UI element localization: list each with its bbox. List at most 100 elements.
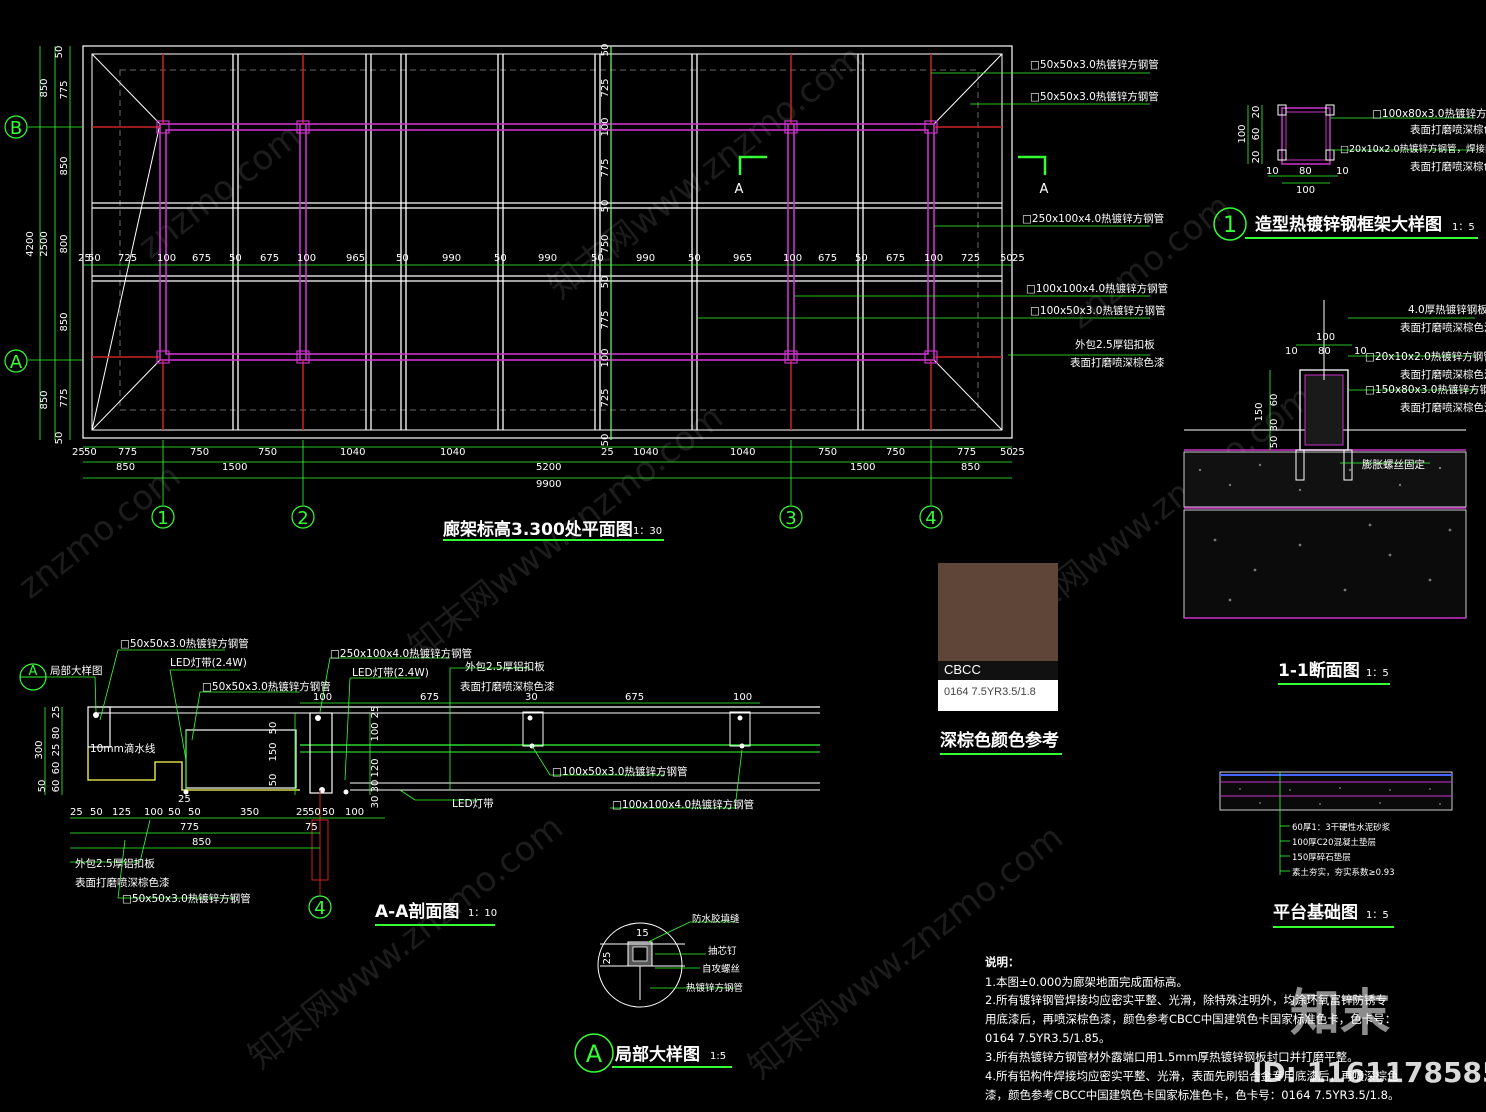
svg-text:850: 850 <box>59 312 70 331</box>
aa-detail-ref: A <box>29 664 38 679</box>
plan-dims-left: 850 2500 850 4200 50 775 850 800 850 775… <box>25 46 70 445</box>
foundation-leader-ticks <box>1280 825 1290 872</box>
svg-text:775: 775 <box>59 80 70 99</box>
plan-cantilevers <box>92 54 1002 430</box>
section11-callout-1: 表面打磨喷深棕色漆 <box>1400 321 1486 334</box>
plan-inner-outline <box>91 53 1003 431</box>
svg-text:675: 675 <box>886 253 905 264</box>
grid-label-2: 2 <box>297 508 308 529</box>
svg-text:1040: 1040 <box>340 447 365 458</box>
plan-grid-bubbles <box>4 115 943 529</box>
plan-callout-leaders <box>697 72 1150 356</box>
detail-a-mark: A <box>586 1040 603 1068</box>
svg-text:50: 50 <box>600 434 611 447</box>
svg-text:50: 50 <box>229 253 242 264</box>
aa-callout-6: 外包2.5厚铝扣板 <box>465 660 545 673</box>
svg-text:25: 25 <box>296 807 309 818</box>
detail-a-scale: 1:5 <box>710 1051 726 1062</box>
aa-grid-ref: 4 <box>314 898 325 919</box>
section-mark-right: A <box>1040 182 1049 197</box>
detail-a-callout-2: 自攻螺丝 <box>702 963 740 975</box>
aa-grid-bubble <box>308 895 332 919</box>
svg-text:100: 100 <box>313 692 332 703</box>
plan-callout-0: □50x50x3.0热镀锌方钢管 <box>1030 58 1159 71</box>
svg-text:60: 60 <box>51 762 62 775</box>
detail1-flange <box>1277 104 1287 116</box>
svg-text:675: 675 <box>260 253 279 264</box>
section11-hatch <box>1198 463 1452 602</box>
foundation-callout-2: 150厚碎石垫层 <box>1292 852 1351 863</box>
watermark-text: znzmo.com <box>131 116 309 267</box>
aa-column-section <box>309 712 333 794</box>
grid-label-b: B <box>10 118 22 139</box>
svg-text:100: 100 <box>924 253 943 264</box>
svg-text:50: 50 <box>688 253 701 264</box>
aa-callout-14: □50x50x3.0热镀锌方钢管 <box>122 892 251 905</box>
plan-grid-axes <box>28 46 1012 505</box>
foundation-callout-0: 60厚1：3干硬性水泥砂浆 <box>1292 822 1391 833</box>
section11-anchor-bolt <box>1295 449 1305 481</box>
detail1-outer-tube <box>1281 107 1331 165</box>
section11-post-inner <box>1304 374 1344 446</box>
svg-text:10: 10 <box>1285 346 1298 357</box>
svg-text:850: 850 <box>961 462 980 473</box>
swatch-title: 深棕色颜色参考 <box>940 730 1059 751</box>
section11-callout-4: □150x80x3.0热镀锌方钢管 <box>1365 383 1486 396</box>
grid-label-a: A <box>10 352 23 373</box>
svg-text:990: 990 <box>442 253 461 264</box>
detail-a-callout-0: 防水胶填缝 <box>692 913 740 925</box>
svg-text:30: 30 <box>370 796 381 809</box>
svg-text:50: 50 <box>90 807 103 818</box>
svg-text:750: 750 <box>258 447 277 458</box>
svg-text:25: 25 <box>370 706 381 719</box>
aa-title: A-A剖面图 <box>375 901 459 922</box>
foundation-callout-1: 100厚C20混凝土垫层 <box>1292 837 1376 848</box>
svg-text:10: 10 <box>1354 346 1367 357</box>
svg-text:50: 50 <box>396 253 409 264</box>
svg-text:80: 80 <box>51 727 62 740</box>
svg-text:1500: 1500 <box>222 462 247 473</box>
notes-line-1: 1.本图±0.000为廊架地面完成面标高。 <box>985 975 1188 989</box>
plan-dashed-outline <box>119 69 979 411</box>
swatch-number: 0164 7.5YR3.5/1.8 <box>944 686 1036 698</box>
detail1-flange <box>1277 149 1287 161</box>
section11-callout-2: □20x10x2.0热镀锌方钢管 <box>1365 350 1486 363</box>
plan-outline <box>82 45 1013 439</box>
svg-text:60: 60 <box>1251 128 1262 141</box>
svg-text:100: 100 <box>1237 124 1248 143</box>
detail1-scale: 1：5 <box>1452 222 1475 233</box>
svg-text:30: 30 <box>370 780 381 793</box>
plan-callout-2: □250x100x4.0热镀锌方钢管 <box>1022 212 1164 225</box>
svg-text:25: 25 <box>1012 447 1025 458</box>
detail-a-leaders <box>647 921 735 989</box>
foundation-title: 平台基础图 <box>1273 902 1358 923</box>
plan-main-frame <box>159 123 935 361</box>
svg-text:800: 800 <box>59 234 70 253</box>
detail1-callout-1: 表面打磨喷深棕色漆 <box>1410 123 1486 136</box>
aa-edge-tube <box>87 706 111 748</box>
detail1-flange <box>1325 104 1335 116</box>
svg-text:25: 25 <box>601 447 614 458</box>
plan-purlins-vertical <box>232 54 864 430</box>
svg-text:100: 100 <box>144 807 163 818</box>
svg-text:775: 775 <box>957 447 976 458</box>
svg-text:50: 50 <box>591 253 604 264</box>
svg-text:50: 50 <box>600 44 611 57</box>
swatch-color-block <box>938 563 1058 661</box>
plan-scale: 1：30 <box>633 526 662 537</box>
svg-text:675: 675 <box>420 692 439 703</box>
foundation-scale: 1：5 <box>1366 910 1389 921</box>
aa-callout-10: LED灯带 <box>452 798 494 810</box>
detail-a-title: 局部大样图 <box>615 1044 700 1065</box>
svg-text:15: 15 <box>636 928 649 939</box>
svg-text:25: 25 <box>70 807 83 818</box>
svg-text:675: 675 <box>818 253 837 264</box>
svg-text:25: 25 <box>178 794 191 805</box>
svg-text:80: 80 <box>1299 166 1312 177</box>
detail1-callout-2: □20x10x2.0热镀锌方钢管，焊接固定 <box>1340 143 1486 155</box>
svg-text:50: 50 <box>54 432 65 445</box>
aa-callout-3: □50x50x3.0热镀锌方钢管 <box>202 680 331 693</box>
svg-text:75: 75 <box>305 822 318 833</box>
detail-a-tube-inner <box>632 946 648 962</box>
